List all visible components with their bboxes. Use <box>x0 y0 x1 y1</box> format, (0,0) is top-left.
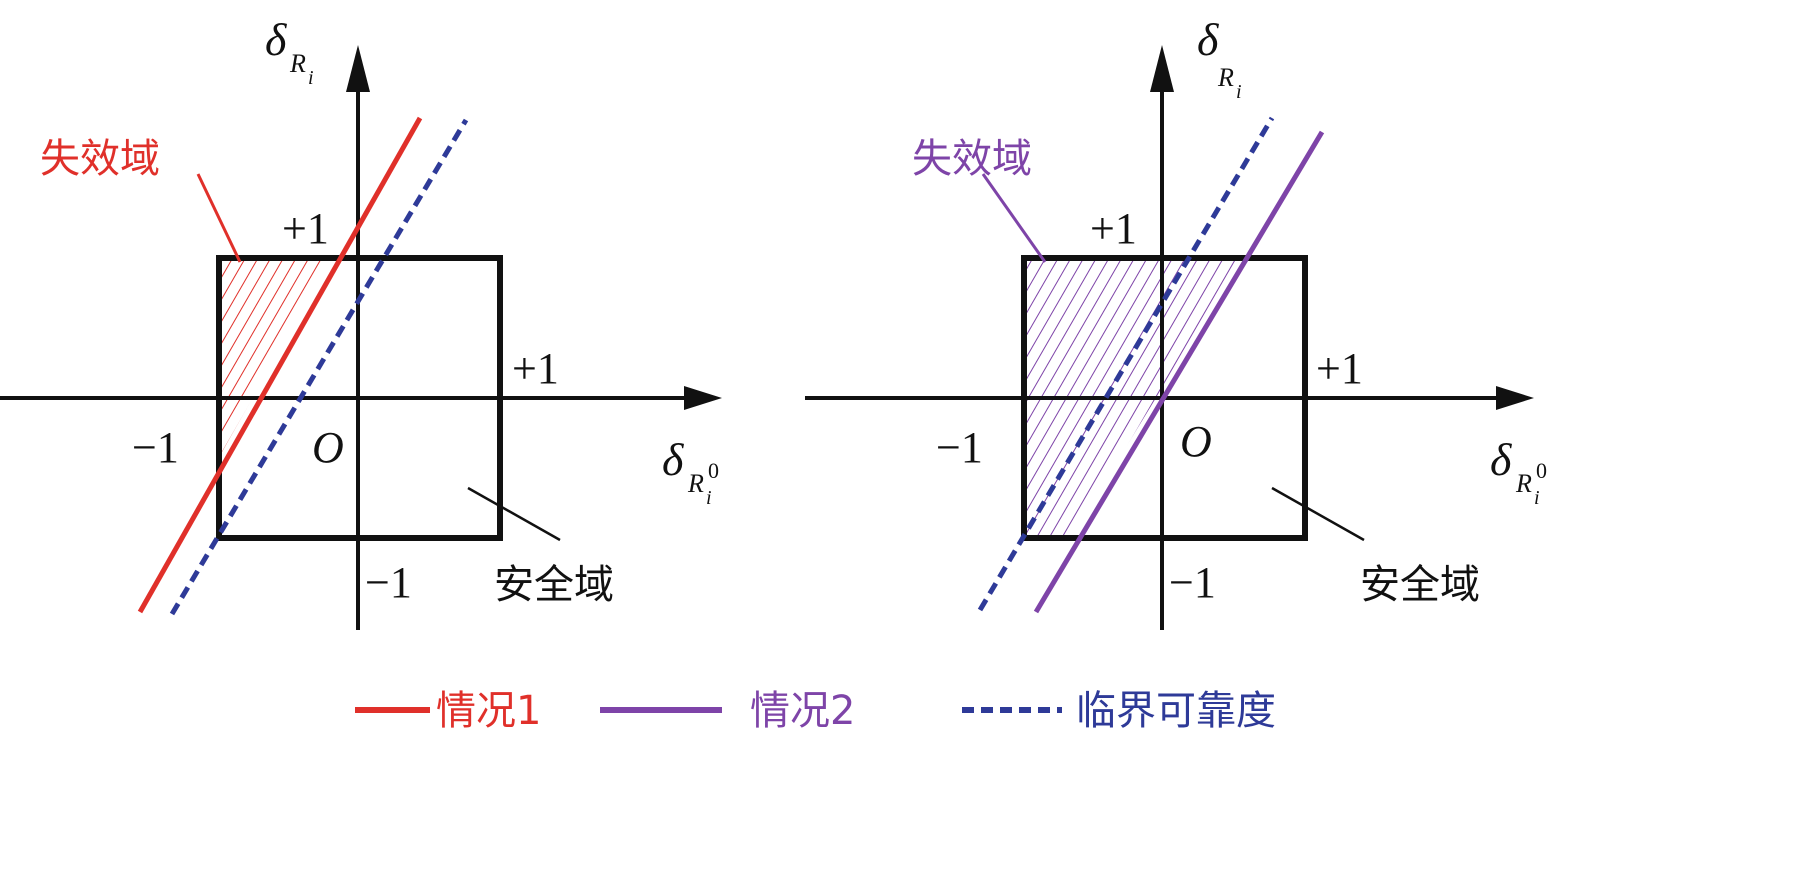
svg-text:R: R <box>1217 63 1234 92</box>
svg-text:i: i <box>1534 487 1540 509</box>
origin-label: O <box>1180 417 1212 466</box>
svg-text:情况1: 情况1 <box>436 688 541 734</box>
tick-pos-y: +1 <box>1090 204 1137 253</box>
svg-text:δ: δ <box>662 434 684 485</box>
failure-leader-line <box>981 173 1047 263</box>
svg-text:R: R <box>687 469 704 498</box>
failure-domain-label: 失效域 <box>40 136 160 182</box>
svg-text:R: R <box>289 49 306 78</box>
svg-text:临界可靠度: 临界可靠度 <box>1076 688 1276 734</box>
failure-domain-label: 失效域 <box>912 136 1032 182</box>
tick-neg-y: −1 <box>1169 558 1216 607</box>
failure-region-hatch <box>222 261 330 452</box>
legend-item-case1: 情况1 <box>355 688 541 734</box>
svg-text:i: i <box>308 67 314 89</box>
safe-domain-box <box>216 255 503 541</box>
svg-text:δ: δ <box>1490 434 1512 485</box>
critical-reliability-line <box>977 116 1275 612</box>
case2-line <box>1033 130 1325 614</box>
svg-text:情况2: 情况2 <box>750 688 855 734</box>
x-axis-label: δ R i 0 <box>662 434 719 509</box>
safe-leader-line <box>1271 486 1365 542</box>
x-axis-arrow-icon <box>1496 386 1534 410</box>
x-axis-arrow-icon <box>684 386 722 410</box>
svg-text:0: 0 <box>1536 458 1547 483</box>
safe-domain-label: 安全域 <box>494 562 614 608</box>
failure-leader-line <box>196 173 242 263</box>
y-axis-arrow-icon <box>346 45 370 92</box>
tick-neg-x: −1 <box>936 423 983 472</box>
safe-domain-label: 安全域 <box>1360 562 1480 608</box>
svg-text:0: 0 <box>708 458 719 483</box>
svg-text:R: R <box>1515 469 1532 498</box>
svg-text:δ: δ <box>1197 14 1219 65</box>
safe-domain-box <box>1021 255 1308 541</box>
svg-text:i: i <box>706 487 712 509</box>
legend: 情况1 情况2 临界可靠度 <box>355 688 1276 734</box>
origin-label: O <box>312 423 344 472</box>
tick-pos-x: +1 <box>512 344 559 393</box>
panel-case1: 失效域 安全域 +1 +1 −1 −1 O δ R i δ R i 0 <box>0 14 722 630</box>
y-axis-arrow-icon <box>1150 45 1174 92</box>
y-axis-label: δ R i <box>265 14 314 89</box>
case1-line <box>137 116 423 614</box>
tick-pos-y: +1 <box>282 204 329 253</box>
x-axis-label: δ R i 0 <box>1490 434 1547 509</box>
legend-item-case2: 情况2 <box>600 688 855 734</box>
svg-text:δ: δ <box>265 14 287 65</box>
tick-neg-y: −1 <box>365 558 412 607</box>
svg-text:i: i <box>1236 81 1242 103</box>
legend-item-critical: 临界可靠度 <box>962 688 1276 734</box>
safe-leader-line <box>467 486 561 542</box>
tick-neg-x: −1 <box>132 423 179 472</box>
tick-pos-x: +1 <box>1316 344 1363 393</box>
y-axis-label: δ R i <box>1197 14 1242 103</box>
panel-case2: 失效域 安全域 +1 +1 −1 −1 O δ R i δ R i 0 <box>805 14 1547 630</box>
critical-reliability-line <box>169 118 469 616</box>
